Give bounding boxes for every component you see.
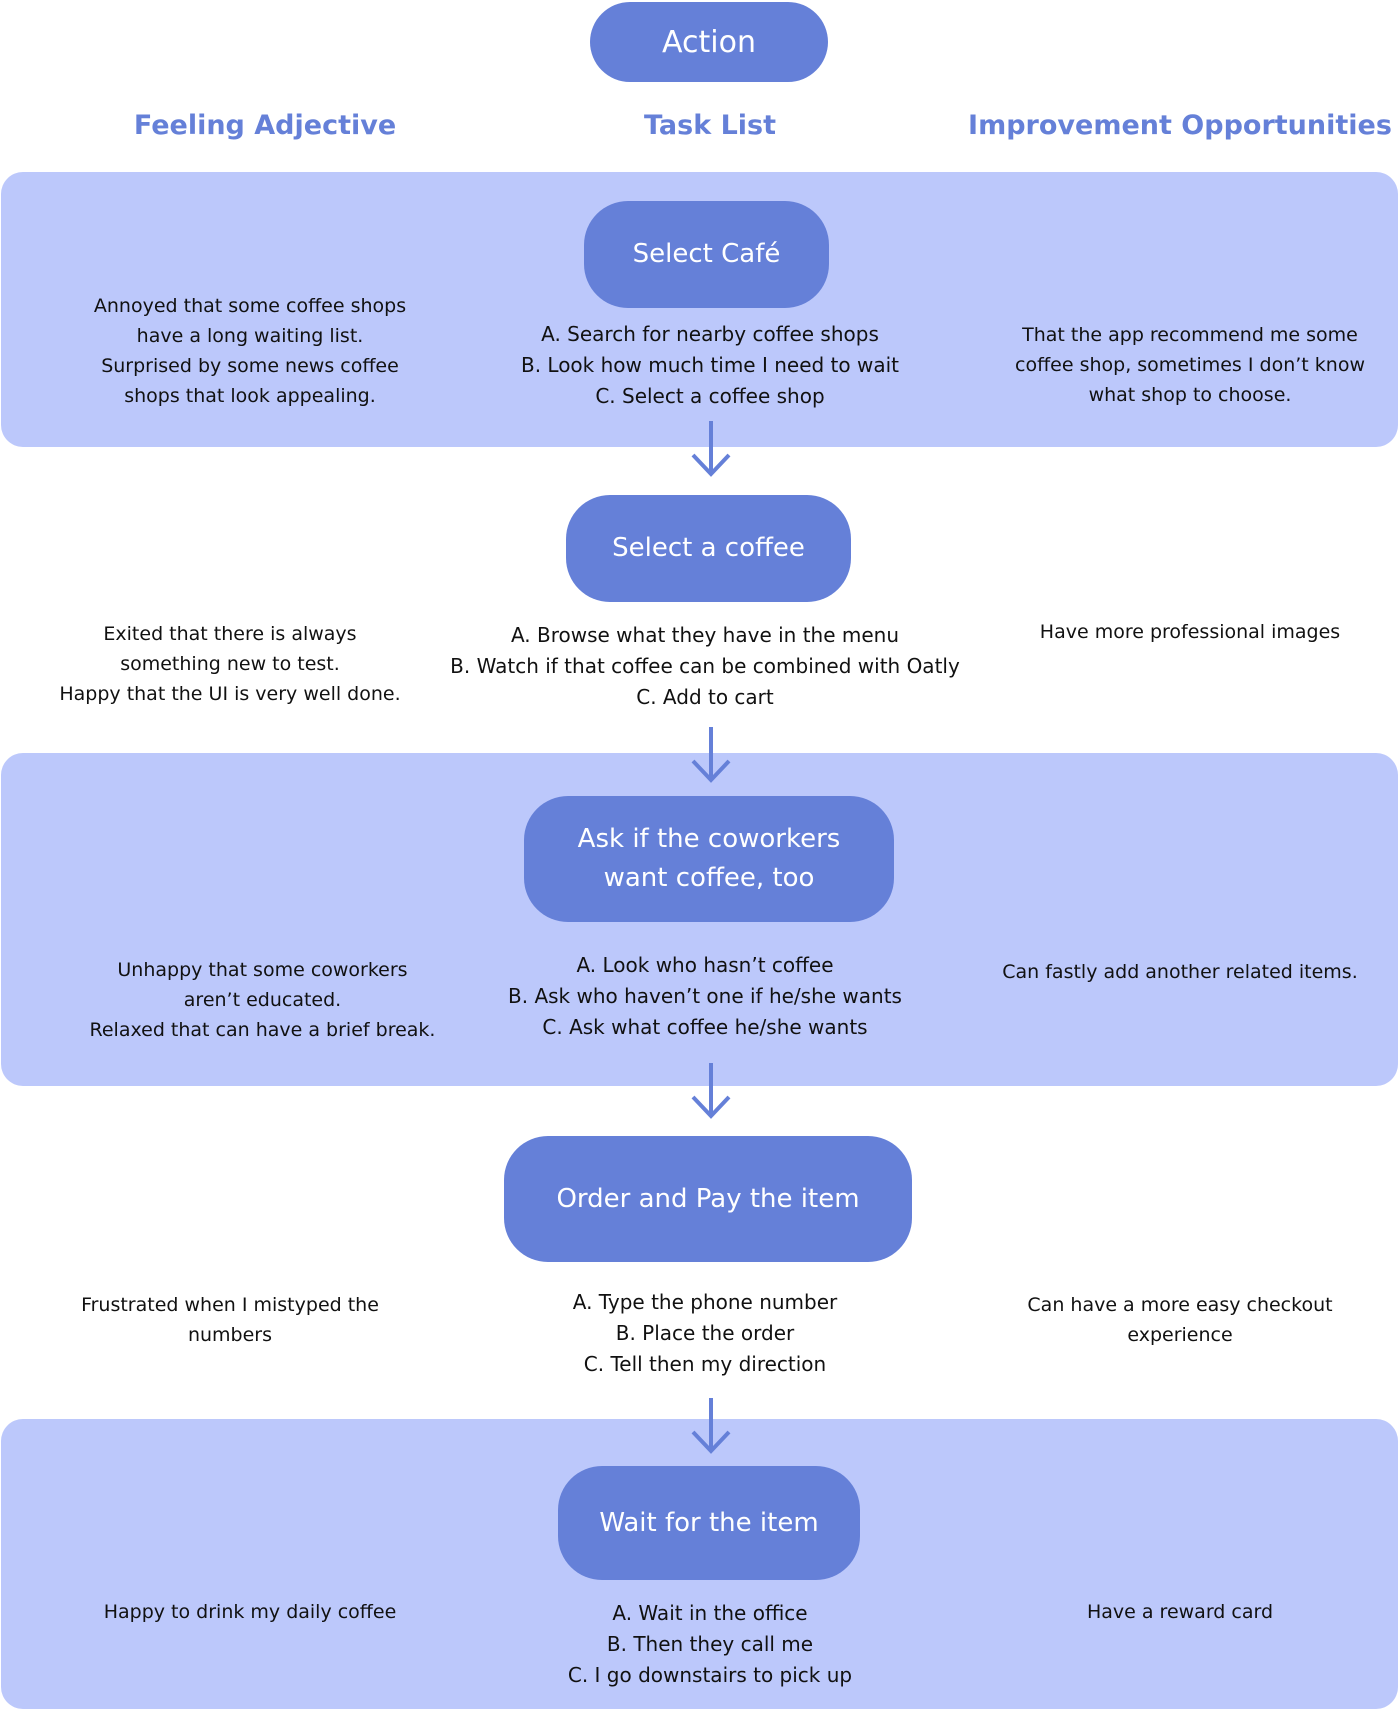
- step-title-select-coffee: Select a coffee: [566, 495, 851, 602]
- step-tasks-order-pay: A. Type the phone number B. Place the or…: [572, 1290, 838, 1376]
- down-arrow-icon: [691, 1063, 731, 1119]
- step-tasks-ask-coworkers: A. Look who hasn’t coffee B. Ask who hav…: [508, 953, 902, 1039]
- step-title-ask-coworkers: Ask if the coworkers want coffee, too: [524, 796, 894, 922]
- step-tasks-select-coffee: A. Browse what they have in the menu B. …: [450, 623, 960, 709]
- action-header: Action: [590, 2, 828, 82]
- step-tasks-select-cafe: A. Search for nearby coffee shops B. Loo…: [520, 322, 900, 408]
- step-feeling-ask-coworkers: Unhappy that some coworkers aren’t educa…: [89, 959, 436, 1041]
- step-feeling-select-coffee: Exited that there is always something ne…: [59, 623, 401, 705]
- step-improvement-order-pay: Can have a more easy checkout experience: [1027, 1294, 1333, 1346]
- step-title-select-cafe: Select Café: [584, 201, 829, 308]
- step-improvement-select-coffee: Have more professional images: [1039, 621, 1341, 643]
- down-arrow-icon: [691, 421, 731, 477]
- step-improvement-wait: Have a reward card: [1086, 1601, 1274, 1623]
- down-arrow-icon: [691, 1398, 731, 1454]
- column-header-tasks: Task List: [643, 110, 777, 141]
- column-header-feeling: Feeling Adjective: [133, 110, 397, 141]
- column-header-improvement: Improvement Opportunities: [968, 110, 1392, 141]
- step-feeling-order-pay: Frustrated when I mistyped the numbers: [81, 1294, 379, 1346]
- step-tasks-wait: A. Wait in the office B. Then they call …: [567, 1601, 853, 1687]
- step-feeling-select-cafe: Annoyed that some coffee shops have a lo…: [93, 295, 407, 407]
- step-title-wait: Wait for the item: [558, 1466, 860, 1580]
- down-arrow-icon: [691, 727, 731, 783]
- step-improvement-ask-coworkers: Can fastly add another related items.: [1002, 961, 1358, 983]
- step-title-order-pay: Order and Pay the item: [504, 1136, 912, 1262]
- step-feeling-wait: Happy to drink my daily coffee: [103, 1601, 397, 1623]
- step-improvement-select-cafe: That the app recommend me some coffee sh…: [1015, 324, 1365, 406]
